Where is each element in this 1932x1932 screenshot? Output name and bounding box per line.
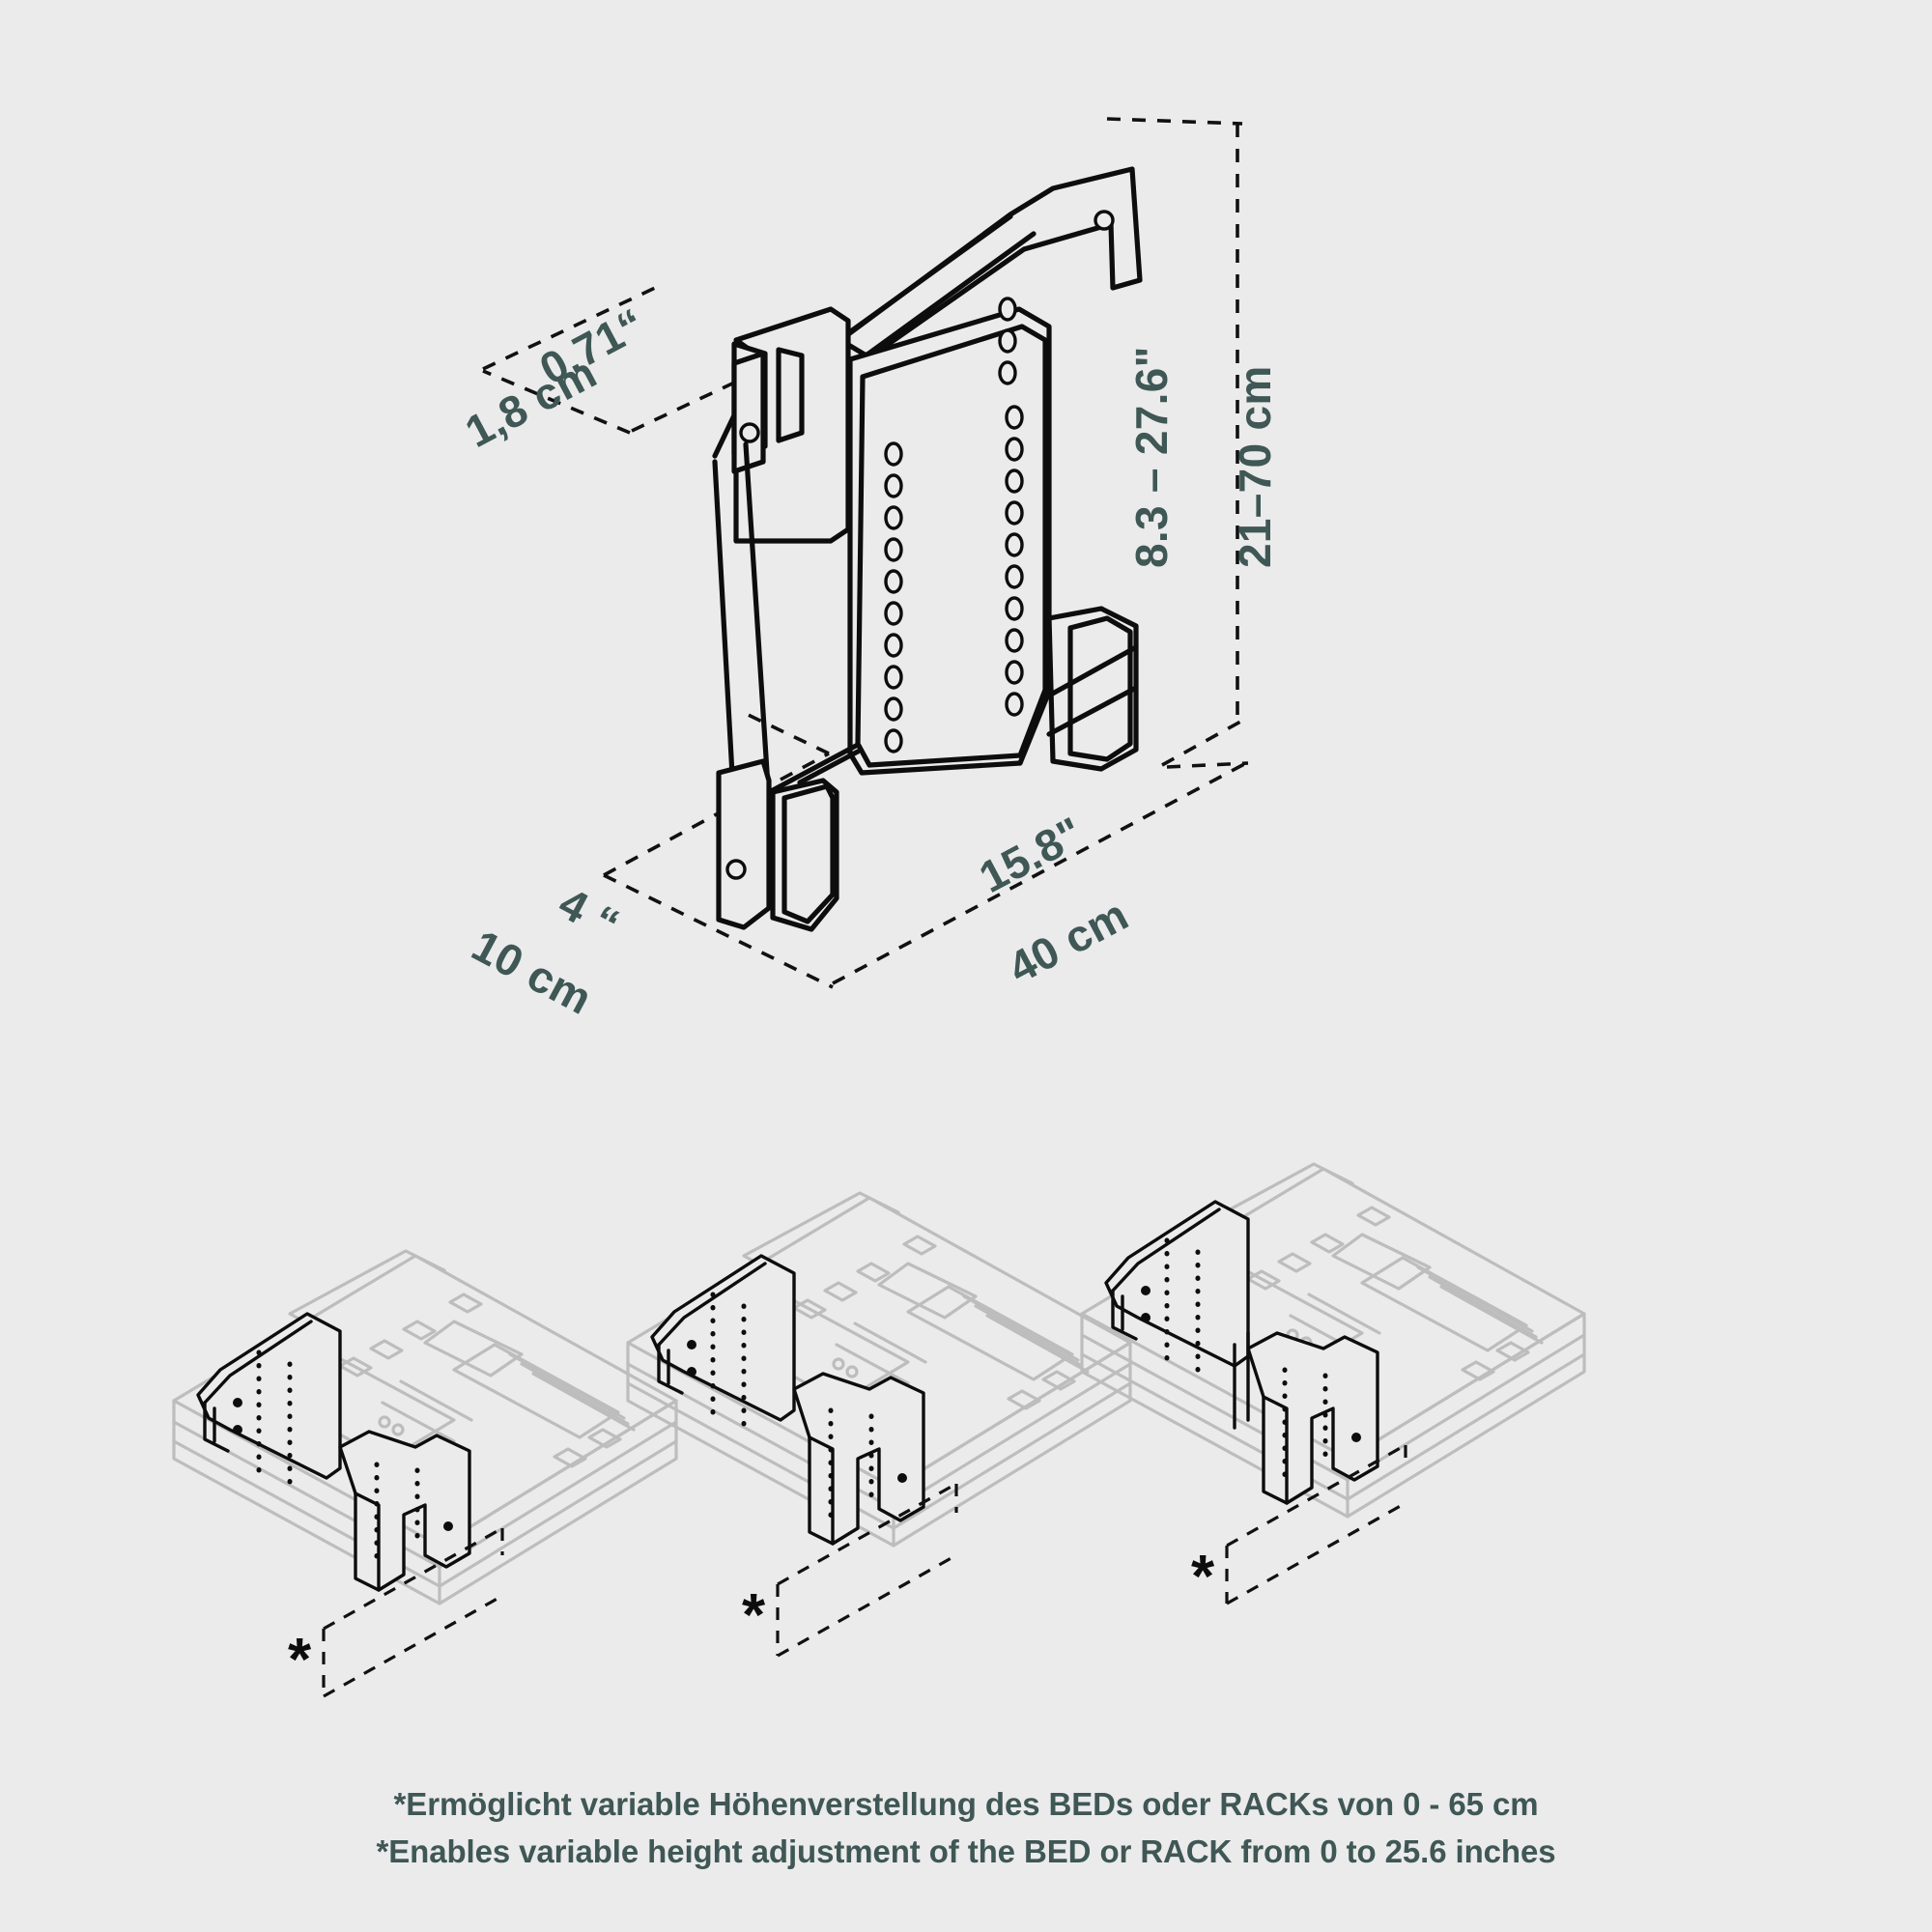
asterisk-marker-config-high: * xyxy=(1191,1544,1215,1610)
dim-line-width xyxy=(832,761,1247,985)
lower-left-foot-hole xyxy=(725,859,747,880)
arm-hole xyxy=(1094,210,1115,231)
adjust-zone-right xyxy=(1225,1443,1407,1605)
arm-hole-column xyxy=(998,297,1017,385)
left-hook-finger-b xyxy=(776,347,805,443)
plate-front-face xyxy=(855,324,1048,768)
left-mount-tab xyxy=(731,351,766,474)
config-high-illustration xyxy=(1080,1162,1586,1605)
config-mid-illustration xyxy=(626,1191,1132,1658)
adjust-zone-center xyxy=(776,1482,958,1658)
dim-ext-height-bottom xyxy=(1161,719,1243,767)
asterisk-marker-config-mid: * xyxy=(742,1582,766,1649)
config-low-illustration xyxy=(172,1249,678,1698)
plate-hole-column-left xyxy=(884,441,903,753)
dim-line-depth xyxy=(603,873,834,989)
footnote-german: *Ermöglicht variable Höhenverstellung de… xyxy=(393,1786,1539,1822)
plate-hole-column-right xyxy=(1005,405,1024,717)
bracket-lower-right-3 xyxy=(1246,1331,1379,1505)
asterisk-marker-config-low: * xyxy=(288,1627,312,1693)
dim-ext-width xyxy=(1166,761,1249,769)
lower-left-foot xyxy=(716,758,772,930)
dim-label-height-metric: 21–70 cm xyxy=(1230,365,1280,568)
bracket-lower-center-2 xyxy=(792,1372,925,1546)
footnote-english: *Enables variable height adjustment of t… xyxy=(376,1833,1556,1869)
dim-leader-thickness-c xyxy=(482,369,631,435)
main-bracket-assembly xyxy=(482,117,1249,989)
left-tab-hole xyxy=(739,422,760,443)
right-foot-face xyxy=(1067,615,1133,762)
dim-label-height-imperial: 8.3 – 27.6" xyxy=(1126,346,1177,568)
bracket-lower-left-1 xyxy=(338,1430,471,1592)
lower-left-block-face xyxy=(781,783,836,924)
dim-ext-height-top xyxy=(1106,117,1243,126)
dim-leader-thickness-a xyxy=(482,286,656,371)
adjust-zone-left xyxy=(322,1526,504,1698)
dim-ext-depth-b xyxy=(739,709,830,755)
